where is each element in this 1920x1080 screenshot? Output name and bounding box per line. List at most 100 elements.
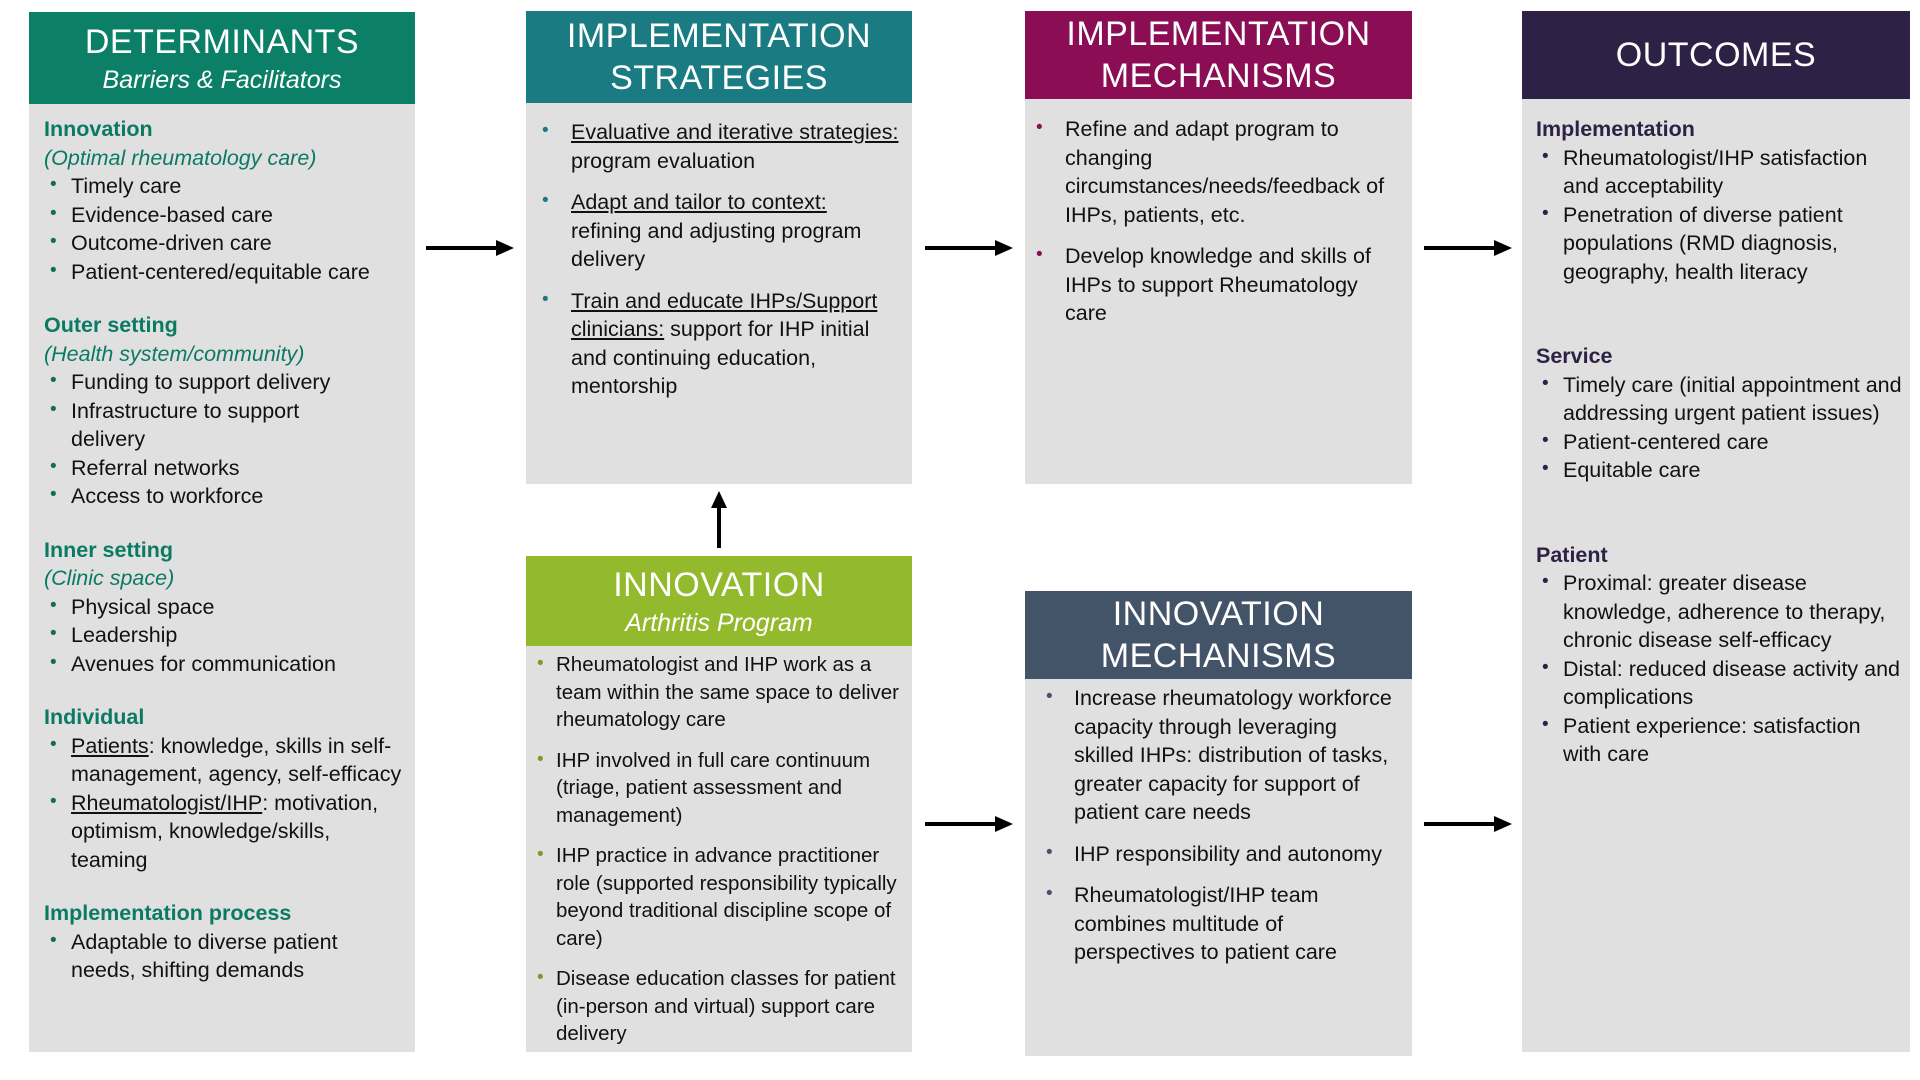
list-item: •Distal: reduced disease activity and co… [1542,656,1901,710]
implementation-mechanisms-box: IMPLEMENTATION MECHANISMS •Refine and ad… [1025,11,1412,484]
innovation-mechanisms-title-line2: MECHANISMS [1100,637,1337,675]
bullet-list: •Refine and adapt program to changing ci… [1030,115,1402,328]
bullet-list: •Timely care •Evidence-based care •Outco… [44,172,407,286]
bullet-icon: • [50,259,57,281]
bullet-icon: • [537,748,544,770]
outcomes-title: OUTCOMES [1615,36,1817,74]
bullet-list: •Adaptable to diverse patient needs, shi… [44,928,407,985]
bullet-icon: • [50,623,57,644]
list-item: •Referral networks [50,455,240,480]
bullet-list: •Funding to support delivery •Infrastruc… [44,368,407,511]
arrow-right-icon [925,240,1013,256]
list-item: •Patients: knowledge, skills in self-man… [50,733,402,787]
bullet-icon: • [1036,244,1043,265]
bullet-icon: • [50,174,57,195]
list-item: •Refine and adapt program to changing ci… [1036,117,1385,227]
bullet-icon: • [1046,686,1053,707]
implementation-mechanisms-title-line1: IMPLEMENTATION [1066,15,1371,53]
bullet-icon: • [1542,713,1549,735]
list-item: •Patient-centered/equitable care [50,259,370,284]
strategies-header: IMPLEMENTATION STRATEGIES [526,11,912,103]
section-title: Inner setting [44,537,174,562]
bullet-icon: • [1542,429,1549,451]
list-item: •Train and educate IHPs/Support clinicia… [542,288,878,399]
arrow-right-icon [426,240,514,256]
determinants-subtitle: Barriers & Facilitators [102,66,342,94]
determinants-title: DETERMINANTS [84,23,360,61]
bullet-icon: • [50,398,57,420]
arrow-right-icon [1424,816,1512,832]
bullet-icon: • [542,190,549,211]
list-item: •Physical space [50,594,215,619]
strategies-box: IMPLEMENTATION STRATEGIES •Evaluative an… [526,11,912,484]
list-item: •Penetration of diverse patient populati… [1542,202,1843,284]
bullet-icon: • [537,653,544,674]
section-title: Service [1536,344,1613,368]
list-item: •Avenues for communication [50,651,336,676]
innovation-title: INNOVATION [613,566,825,604]
bullet-list: •Proximal: greater disease knowledge, ad… [1536,569,1902,769]
bullet-list: •Timely care (initial appointment and ad… [1536,371,1902,485]
implementation-mechanisms-header: IMPLEMENTATION MECHANISMS [1025,11,1412,99]
bullet-icon: • [1046,883,1053,904]
bullet-icon: • [537,844,544,865]
list-item: •Adaptable to diverse patient needs, shi… [50,929,338,983]
list-item: •Funding to support delivery [50,370,331,394]
section-title: Innovation [44,117,153,141]
bullet-icon: • [50,484,57,505]
bullet-list: •Evaluative and iterative strategies: pr… [536,118,902,401]
bullet-icon: • [1542,656,1549,678]
bullet-icon: • [1036,117,1043,138]
list-item: •Evidence-based care [50,202,273,227]
list-item: •Rheumatologist/IHP satisfaction and acc… [1542,145,1868,199]
section-subtitle: (Optimal rheumatology care) [44,145,317,170]
list-item: •Rheumatologist/IHP team combines multit… [1046,883,1337,964]
list-item: •Proximal: greater disease knowledge, ad… [1542,571,1886,652]
implementation-mechanisms-title-line2: MECHANISMS [1100,57,1337,95]
innovation-mechanisms-header: INNOVATION MECHANISMS [1025,591,1412,679]
determinants-header: DETERMINANTS Barriers & Facilitators [29,12,415,104]
bullet-list: •Increase rheumatology workforce capacit… [1040,684,1402,967]
bullet-icon: • [1542,458,1549,479]
bullet-icon: • [1046,841,1053,863]
strategies-title-line1: IMPLEMENTATION [566,17,872,55]
bullet-list: •Rheumatologist/IHP satisfaction and acc… [1536,144,1902,287]
bullet-icon: • [1542,571,1549,592]
list-item: •Rheumatologist/IHP: motivation, optimis… [50,790,379,872]
arrow-up-icon [711,491,727,548]
bullet-icon: • [50,594,57,616]
list-item: •IHP involved in full care continuum (tr… [537,748,871,827]
list-item: •Adapt and tailor to context: refining a… [542,190,862,271]
bullet-icon: • [50,202,57,224]
section-title: Individual [44,705,145,729]
bullet-icon: • [537,967,544,988]
section-title: Patient [1536,542,1608,567]
bullet-icon: • [50,651,57,673]
bullet-icon: • [50,455,57,477]
list-item: •IHP responsibility and autonomy [1046,841,1382,866]
list-item: •Evaluative and iterative strategies: pr… [542,120,899,173]
bullet-icon: • [1542,145,1549,167]
list-item: •Patient experience: satisfaction with c… [1542,713,1861,767]
arrow-right-icon [925,816,1013,832]
list-item: •Equitable care [1542,458,1701,482]
arrow-right-icon [1424,240,1512,256]
determinants-box: DETERMINANTS Barriers & Facilitators Inn… [29,12,415,1052]
list-item: •Increase rheumatology workforce capacit… [1046,686,1392,824]
list-item: •Disease education classes for patient (… [537,967,896,1045]
bullet-list: •Rheumatologist and IHP work as a team w… [531,651,908,1048]
section-subtitle: (Health system/community) [44,341,305,366]
outcomes-box: OUTCOMES Implementation •Rheumatologist/… [1522,11,1910,1052]
innovation-header: INNOVATION Arthritis Program [526,556,912,646]
section-subtitle: (Clinic space) [44,566,175,590]
bullet-icon: • [50,231,57,252]
list-item: •Timely care [50,174,182,198]
list-item: •Rheumatologist and IHP work as a team w… [537,653,899,731]
list-item: •IHP practice in advance practitioner ro… [537,844,897,950]
section-title: Implementation process [44,901,292,925]
list-item: •Outcome-driven care [50,231,272,255]
bullet-icon: • [50,929,57,951]
innovation-mechanisms-box: INNOVATION MECHANISMS •Increase rheumato… [1025,591,1412,1056]
bullet-icon: • [50,370,57,391]
bullet-icon: • [1542,202,1549,224]
